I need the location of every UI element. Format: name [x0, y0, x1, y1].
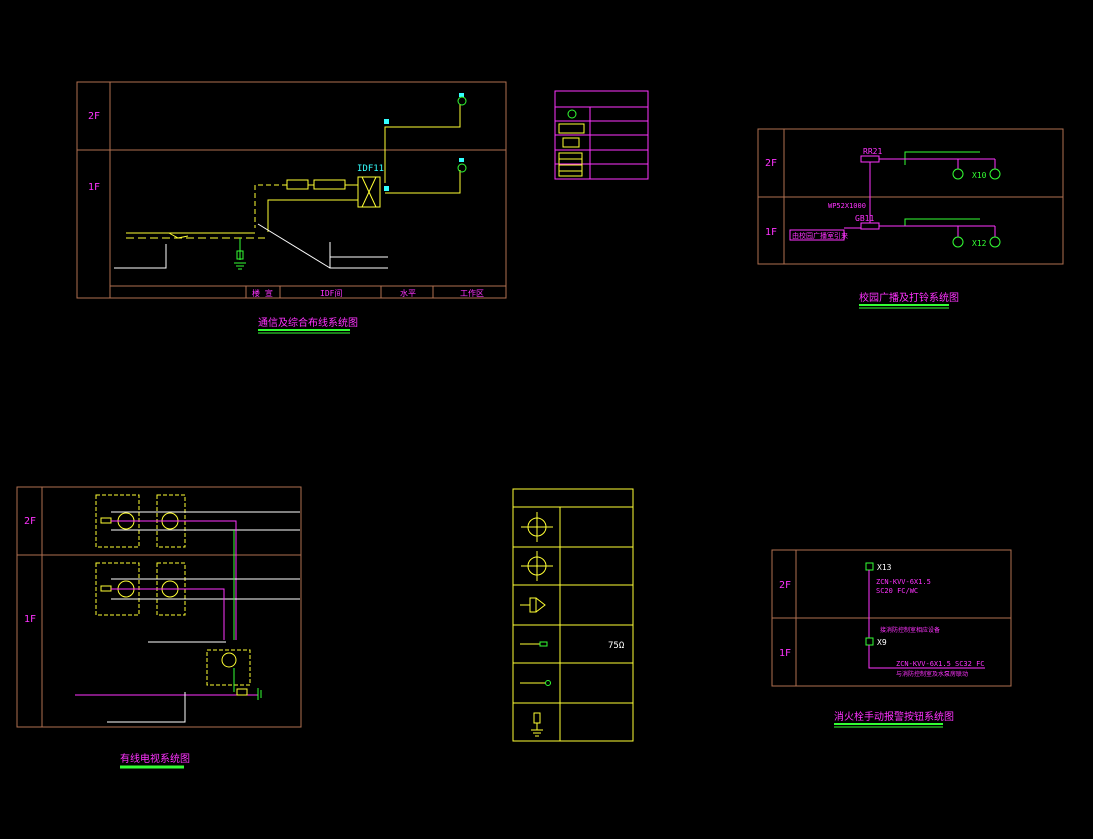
terminator-icon	[520, 641, 548, 647]
fire-floor-2f: 2F	[779, 580, 791, 591]
broadcast-speakers-lower: X12	[972, 239, 987, 248]
comm-footer-idf: IDF间	[320, 289, 342, 298]
fire-title: 消火栓手动报警按钮系统图	[834, 710, 954, 723]
tv-outlet-icon	[520, 680, 551, 686]
fire-cable-upper-1: ZCN-KVV-6X1.5	[876, 578, 931, 586]
broadcast-floor-1f: 1F	[765, 227, 777, 238]
broadcast-speakers-upper: X10	[972, 171, 987, 180]
speaker-2f-b-icon	[989, 168, 1001, 180]
comm-title: 通信及综合布线系统图	[258, 316, 358, 329]
fire-diagram: 2F 1F X13 ZCN-KVV-6X1.5 SC20 FC/WC 接消防控制…	[771, 549, 1012, 728]
legend-small	[554, 90, 649, 180]
hub-icon	[562, 137, 580, 148]
broadcast-title: 校园广播及打铃系统图	[859, 291, 959, 304]
broadcast-box-upper: RR21	[863, 147, 882, 156]
four-way-splitter-icon	[521, 512, 553, 542]
speaker-1f-b-icon	[989, 236, 1001, 248]
fire-note-lower: 与消防控制室及水泵房联动	[896, 670, 968, 678]
telecom-outlet-2f-icon	[457, 96, 467, 106]
comm-diagram: 2F 1F 楼 宣 IDF间 水平 工作区 IDF11	[76, 81, 507, 334]
comm-footer-workarea: 工作区	[460, 288, 484, 298]
telecom-outlet-1f-icon	[457, 163, 467, 173]
two-way-splitter-icon	[521, 551, 553, 581]
patch-panel-2-icon	[313, 179, 346, 190]
comm-footer-building: 楼 宣	[252, 288, 273, 298]
amplifier-icon	[520, 597, 546, 613]
fire-label-x9: X9	[877, 638, 887, 647]
fire-floor-1f: 1F	[779, 648, 791, 659]
grounding-icon	[531, 712, 543, 737]
telecom-outlet-icon	[567, 109, 577, 119]
catv-floor-1f: 1F	[24, 614, 36, 625]
fire-button-1f-icon	[865, 637, 874, 646]
legend-large: 75Ω	[512, 488, 634, 742]
fire-note-mid: 接消防控制室相应设备	[880, 626, 940, 634]
idf-cabinet-icon	[357, 176, 381, 208]
fire-label-x13: X13	[877, 563, 892, 572]
broadcast-source: 由校园广播室引来	[792, 231, 848, 240]
catv-frame	[16, 486, 302, 728]
broadcast-diagram: 2F 1F RR21 GB11 WP52X1000 由校园广播室引来 X10 X…	[757, 128, 1064, 309]
comm-footer-horizontal: 水平	[400, 288, 416, 298]
comm-frame	[76, 81, 507, 299]
comm-floor-1f: 1F	[88, 182, 100, 193]
broadcast-floor-2f: 2F	[765, 158, 777, 169]
catv-title: 有线电视系统图	[120, 752, 190, 765]
comm-floor-2f: 2F	[88, 111, 100, 122]
grounding-icon	[236, 250, 244, 260]
fire-cable-upper-2: SC20 FC/WC	[876, 587, 918, 595]
catv-diagram: 2F 1F 有线电视系统图	[16, 486, 302, 769]
legend-75-ohm: 75Ω	[608, 641, 625, 651]
speaker-2f-a-icon	[952, 168, 964, 180]
amplifier-box	[206, 649, 251, 686]
broadcast-box-lower: GB11	[855, 214, 874, 223]
fire-button-2f-icon	[865, 562, 874, 571]
idf-label: IDF11	[357, 164, 384, 174]
patch-panel-1-icon	[286, 179, 309, 190]
broadcast-cable: WP52X1000	[828, 202, 866, 210]
patch-panel-icon	[558, 123, 585, 134]
catv-floor-2f: 2F	[24, 516, 36, 527]
speaker-1f-a-icon	[952, 236, 964, 248]
fire-cable-lower-1: ZCN-KVV-6X1.5 SC32 FC	[896, 660, 985, 668]
